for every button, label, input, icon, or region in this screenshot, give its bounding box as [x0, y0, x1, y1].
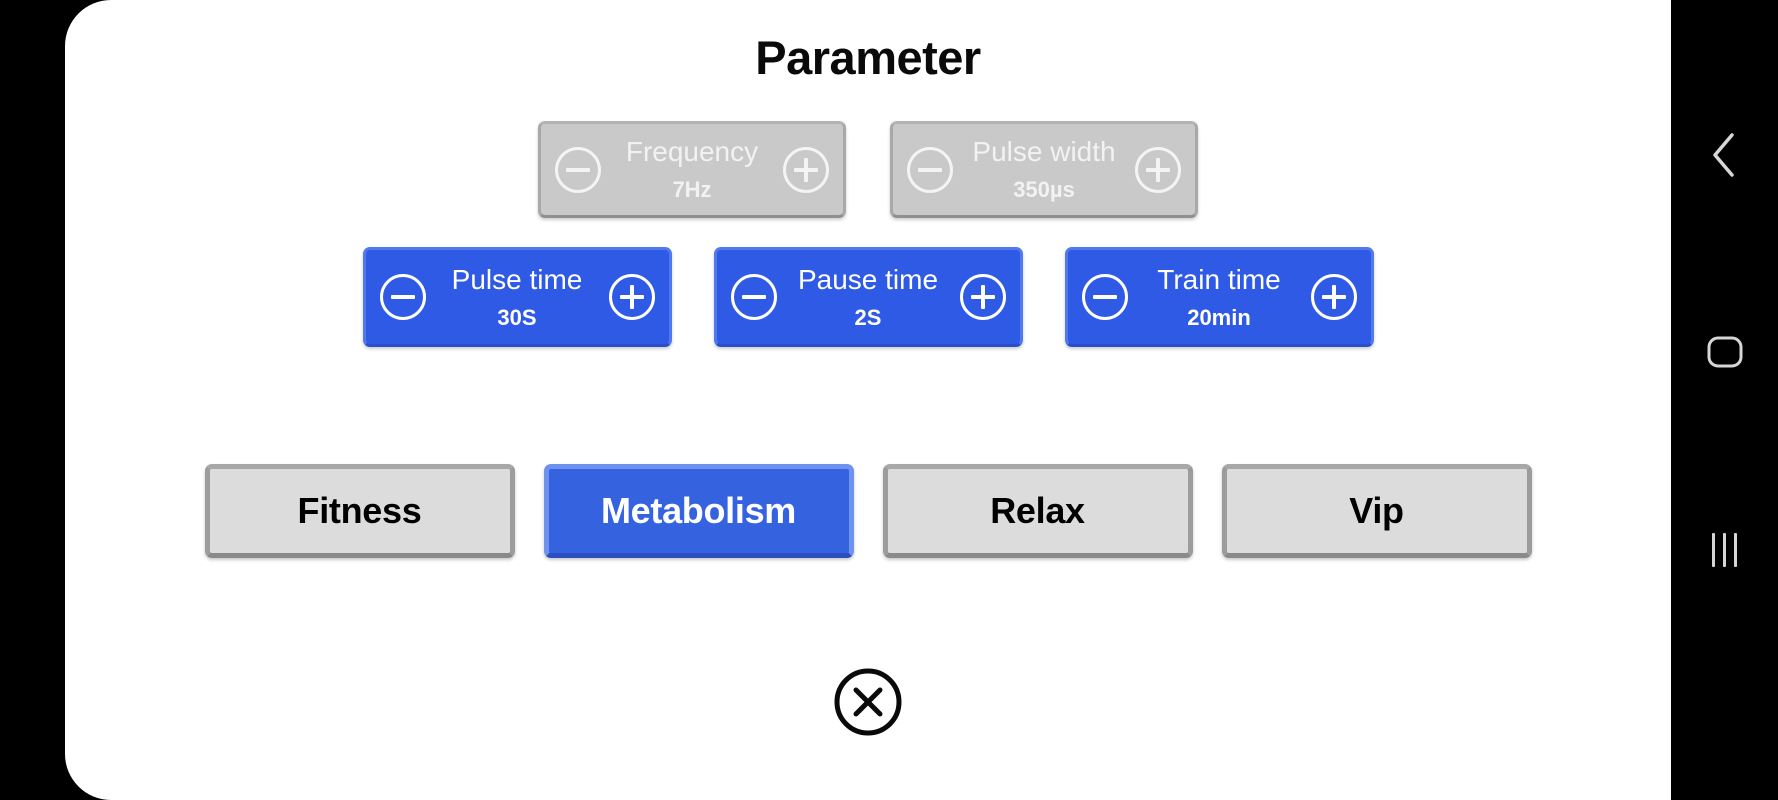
stepper-train-time[interactable]: Train time 20min — [1064, 247, 1374, 347]
minus-bar — [1092, 295, 1117, 299]
chevron-left-icon — [1712, 133, 1734, 177]
nav-back-button[interactable] — [1671, 125, 1778, 185]
plus-bar-vertical — [1331, 285, 1336, 309]
minus-circle-icon[interactable] — [730, 274, 777, 320]
stepper-frequency-labels: Frequency 7Hz — [601, 138, 783, 201]
preset-button-fitness[interactable]: Fitness — [204, 464, 515, 558]
preset-button-vip[interactable]: Vip — [1221, 464, 1532, 558]
android-navigation-bar — [1671, 0, 1778, 800]
stepper-pause-time-label: Pause time — [797, 263, 939, 295]
minus-circle-icon[interactable] — [555, 146, 601, 193]
stepper-pulse-width[interactable]: Pulse width 350µs — [890, 121, 1198, 218]
minus-bar — [918, 167, 942, 172]
rounded-square-icon — [1707, 336, 1742, 368]
stepper-pulse-time-value: 30S — [497, 304, 537, 330]
close-circle-icon — [834, 668, 902, 736]
stepper-pulse-time-labels: Pulse time 30S — [426, 263, 609, 330]
nav-recents-button[interactable] — [1671, 520, 1778, 580]
stepper-pulse-width-value: 350µs — [1013, 177, 1075, 202]
plus-circle-icon[interactable] — [1135, 146, 1181, 193]
stepper-frequency[interactable]: Frequency 7Hz — [538, 121, 846, 218]
parameter-dialog-card: Parameter Frequency 7Hz — [65, 0, 1671, 800]
preset-button-relax[interactable]: Relax — [882, 464, 1193, 558]
plus-bar-vertical — [629, 285, 634, 309]
stepper-train-time-label: Train time — [1157, 263, 1281, 295]
plus-bar-vertical — [1156, 157, 1160, 182]
stepper-row-primary: Frequency 7Hz Pulse width 350µs — [65, 121, 1671, 218]
plus-circle-icon[interactable] — [1310, 274, 1357, 320]
stepper-frequency-value: 7Hz — [672, 177, 712, 202]
plus-bar-vertical — [980, 285, 985, 309]
minus-bar — [566, 167, 590, 172]
nav-home-button[interactable] — [1671, 322, 1778, 382]
close-button[interactable] — [832, 666, 904, 738]
plus-circle-icon[interactable] — [783, 146, 829, 193]
stepper-pause-time-value: 2S — [854, 304, 882, 330]
plus-bar-vertical — [804, 157, 808, 182]
minus-bar — [390, 295, 415, 299]
stepper-pulse-width-label: Pulse width — [972, 136, 1116, 167]
stepper-pause-time-labels: Pause time 2S — [777, 263, 960, 330]
three-bars-icon — [1712, 533, 1715, 567]
preset-button-metabolism[interactable]: Metabolism — [543, 464, 854, 558]
three-bars-icon-bar2 — [1723, 533, 1726, 567]
page-title: Parameter — [755, 31, 981, 84]
stepper-frequency-label: Frequency — [625, 136, 759, 167]
plus-circle-icon[interactable] — [959, 274, 1006, 320]
stepper-pulse-width-labels: Pulse width 350µs — [953, 138, 1135, 201]
stepper-train-time-labels: Train time 20min — [1128, 263, 1311, 330]
stepper-pause-time[interactable]: Pause time 2S — [713, 247, 1023, 347]
minus-circle-icon[interactable] — [379, 274, 426, 320]
minus-bar — [741, 295, 766, 299]
three-bars-icon-bar3 — [1734, 533, 1737, 567]
preset-program-row: Fitness Metabolism Relax Vip — [65, 464, 1671, 558]
stepper-train-time-value: 20min — [1187, 304, 1251, 330]
stepper-row-timing: Pulse time 30S Pause time 2S — [65, 247, 1671, 347]
plus-circle-icon[interactable] — [608, 274, 655, 320]
minus-circle-icon[interactable] — [907, 146, 953, 193]
minus-circle-icon[interactable] — [1081, 274, 1128, 320]
stepper-pulse-time-label: Pulse time — [451, 263, 583, 295]
stepper-pulse-time[interactable]: Pulse time 30S — [362, 247, 672, 347]
